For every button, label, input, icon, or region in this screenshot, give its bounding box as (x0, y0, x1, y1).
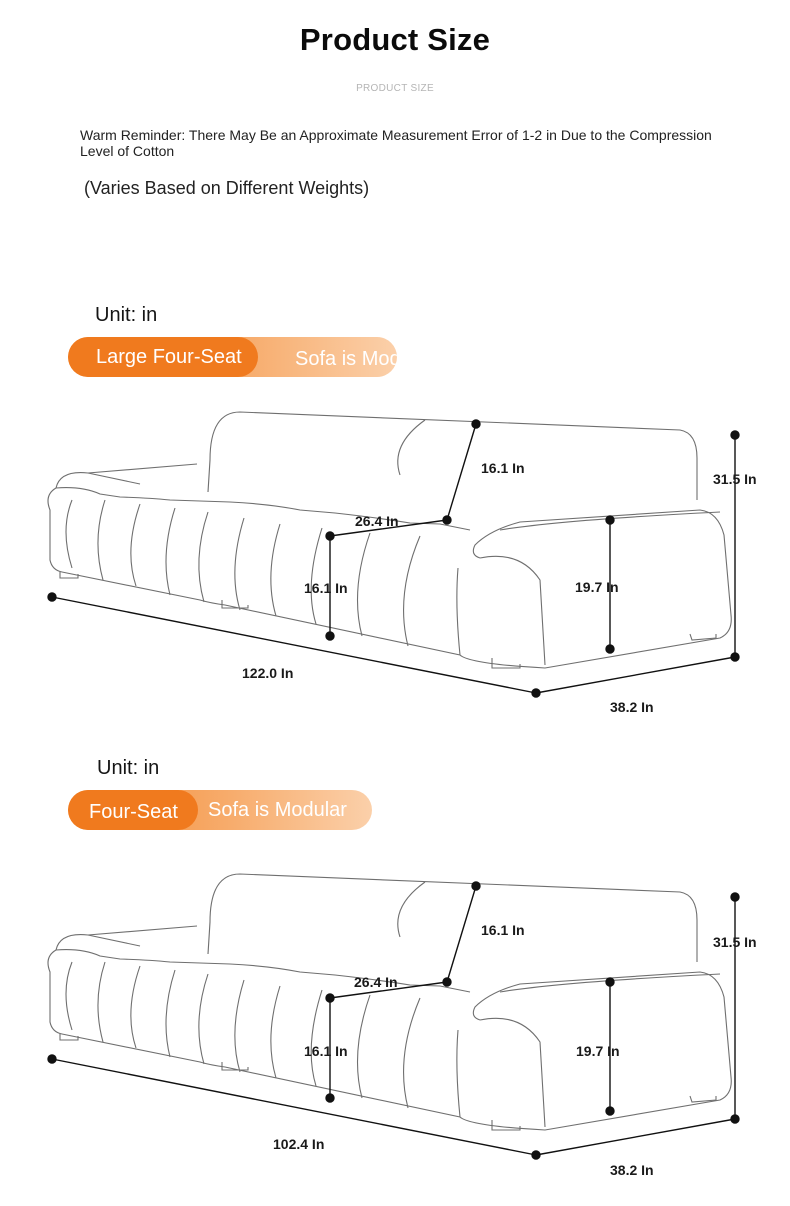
sofa-diagram-2: 102.4 In 38.2 In 31.5 In 16.1 In 26.4 In… (47, 873, 757, 1178)
weight-note: (Varies Based on Different Weights) (84, 178, 370, 198)
dim-seat-height-2: 16.1 In (304, 1043, 348, 1059)
dimension-lines-1 (47, 419, 740, 698)
unit-label-2: Unit: in (97, 757, 160, 779)
dim-seat-depth-2: 26.4 In (354, 974, 398, 990)
sofa-outline-2 (47, 873, 732, 1131)
dim-seat-height-1: 16.1 In (304, 580, 348, 596)
dim-height-1: 31.5 In (713, 471, 757, 487)
dim-length-1: 122.0 In (242, 665, 293, 681)
sofa-type-pill-2: Four-Seat Sofa is Modular (68, 790, 372, 830)
page-title: Product Size (299, 22, 491, 57)
dimension-lines-2 (47, 881, 740, 1160)
unit-label-1: Unit: in (95, 304, 158, 326)
dim-arm-height-2: 19.7 In (576, 1043, 620, 1059)
pill-right-text-1: Sofa is Modular (295, 348, 397, 370)
pill-left-text-2: Four-Seat (89, 801, 178, 823)
measurement-reminder: Warm Reminder: There May Be an Approxima… (80, 127, 712, 159)
pill-highlight-1 (68, 337, 258, 377)
dim-arm-height-1: 19.7 In (575, 579, 619, 595)
pill-right-text-2: Sofa is Modular (208, 799, 347, 821)
dim-back-height-2: 16.1 In (481, 922, 525, 938)
pill-left-text-1: Large Four-Seat (96, 346, 242, 368)
sofa-type-pill-1: Large Four-Seat Sofa is Modular (68, 337, 397, 377)
dim-depth-2: 38.2 In (610, 1162, 654, 1178)
sofa-diagram-1: 122.0 In 38.2 In 31.5 In 16.1 In 26.4 In… (47, 411, 757, 715)
dim-height-2: 31.5 In (713, 934, 757, 950)
dim-length-2: 102.4 In (273, 1136, 324, 1152)
page-subtitle: PRODUCT SIZE (356, 83, 434, 94)
dim-back-height-1: 16.1 In (481, 460, 525, 476)
dim-depth-1: 38.2 In (610, 699, 654, 715)
pill-highlight-2 (68, 790, 198, 830)
sofa-outline-1 (47, 411, 732, 669)
dim-seat-depth-1: 26.4 In (355, 513, 399, 529)
